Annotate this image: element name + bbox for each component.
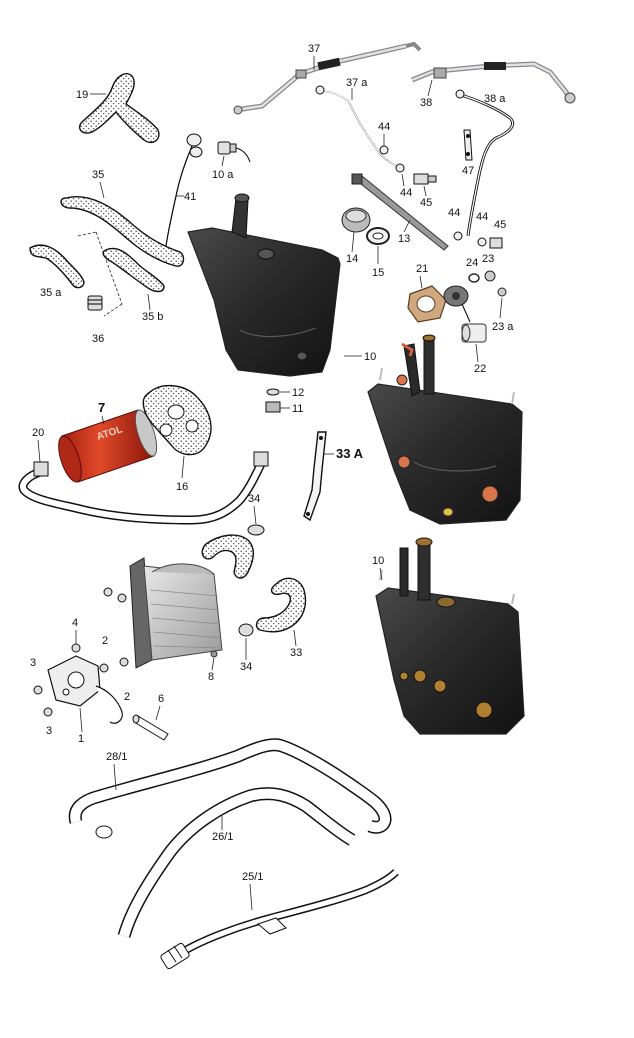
label-28: 28/1 (106, 751, 127, 763)
label-6: 6 (158, 693, 164, 705)
label-21: 21 (416, 263, 428, 275)
part-19-y-hose: 19 (76, 72, 160, 144)
label-23a: 23 a (492, 321, 514, 333)
part-12-washer: 12 (266, 387, 304, 399)
part-13-dipstick: 13 (351, 173, 449, 251)
part-22-cap: 22 (461, 323, 487, 375)
part-10-fuel-tank: 10 (187, 193, 376, 377)
part-14-filler-cap: 14 (341, 207, 371, 265)
part-8-oil-cooler: 8 (129, 557, 223, 683)
label-44b: 44 (400, 187, 412, 199)
label-3a: 3 (30, 657, 36, 669)
part-35b-hose: 35 b (102, 247, 165, 323)
label-4: 4 (72, 617, 78, 629)
part-10a-cap: 10 a (212, 141, 251, 181)
part-16-oil-gasket: 16 (142, 385, 212, 493)
part-33-hose: 33 (255, 577, 307, 659)
part-47-bracket: 47 (462, 129, 474, 177)
hose-upper-elbow (201, 534, 254, 579)
part-37a-rigid-line: 37 a (315, 77, 405, 171)
part-41-filler-tube: 41 (165, 133, 203, 247)
part-3-nuts: 3 3 (30, 657, 53, 737)
label-35a: 35 a (40, 287, 62, 299)
part-21-gasket: 21 (407, 263, 447, 323)
part-35a-hose: 35 a (29, 244, 85, 299)
label-34b: 34 (240, 661, 252, 673)
sender-unit (443, 285, 471, 323)
label-3b: 3 (46, 725, 52, 737)
part-35-hose: 35 (60, 169, 185, 267)
part-24-seal: 24 (466, 257, 480, 283)
part-26-1-hose: 26/1 (117, 787, 356, 938)
label-35: 35 (92, 169, 104, 181)
label-41: 41 (184, 191, 196, 203)
label-44a: 44 (378, 121, 390, 133)
label-35b: 35 b (142, 311, 163, 323)
part-38a-rigid-line: 38 a (455, 89, 515, 237)
part-20-oil-line: 20 (18, 427, 269, 525)
part-38-braided-line: 38 (411, 61, 576, 109)
label-7: 7 (98, 400, 105, 415)
part-44-washer-lower: 44 44 (448, 207, 488, 247)
part-11-drain-plug: 11 (265, 401, 303, 415)
label-37: 37 (308, 43, 320, 55)
label-23: 23 (482, 253, 494, 265)
part-36-clamp: 36 (77, 231, 123, 345)
label-8: 8 (208, 671, 214, 683)
part-4-nut: 4 (71, 617, 81, 653)
part-23a-screw: 23 a (492, 287, 514, 333)
part-44-washer-upper: 44 44 (378, 121, 412, 199)
part-37-braided-line: 37 (233, 41, 422, 115)
part-45-banjo-bolt-lower: 45 (489, 219, 506, 249)
part-7-oil-filter: ATOL 7 (58, 400, 158, 483)
part-15-cap-seal: 15 (366, 227, 390, 279)
fuel-tank-photo-front: 10 (372, 537, 525, 735)
label-10b: 10 (372, 555, 384, 567)
label-34a: 34 (248, 493, 260, 505)
label-37a: 37 a (346, 77, 368, 89)
cooler-nuts (103, 587, 127, 603)
label-45b: 45 (494, 219, 506, 231)
label-22: 22 (474, 363, 486, 375)
fuel-tank-photo-rear (367, 334, 523, 525)
part-1-oil-pump: 1 (47, 655, 123, 745)
label-12: 12 (292, 387, 304, 399)
label-47: 47 (462, 165, 474, 177)
label-33: 33 (290, 647, 302, 659)
part-28-1-hose: 28/1 (68, 738, 392, 839)
label-33a: 33 A (336, 446, 364, 461)
part-33a-bracket: 33 A (303, 431, 364, 522)
label-26: 26/1 (212, 831, 233, 843)
label-10: 10 (364, 351, 376, 363)
label-38: 38 (420, 97, 432, 109)
label-20: 20 (32, 427, 44, 439)
label-15: 15 (372, 267, 384, 279)
label-1: 1 (78, 733, 84, 745)
label-24: 24 (466, 257, 478, 269)
label-19: 19 (76, 89, 88, 101)
label-44c: 44 (448, 207, 460, 219)
part-6-sleeve: 6 (132, 693, 169, 741)
label-10a: 10 a (212, 169, 234, 181)
label-2b: 2 (124, 691, 130, 703)
part-34-clamp-lower: 34 (238, 623, 254, 673)
label-36: 36 (92, 333, 104, 345)
label-16: 16 (176, 481, 188, 493)
label-2a: 2 (102, 635, 108, 647)
label-14: 14 (346, 253, 358, 265)
part-25-1-pipe: 25/1 (160, 869, 399, 970)
label-45a: 45 (420, 197, 432, 209)
label-13: 13 (398, 233, 410, 245)
label-25: 25/1 (242, 871, 263, 883)
part-34-clamp-upper: 34 (247, 493, 265, 536)
label-38a: 38 a (484, 93, 506, 105)
part-23-nut: 23 (482, 253, 496, 282)
label-44d: 44 (476, 211, 488, 223)
part-45-banjo-bolt-upper: 45 (413, 173, 437, 209)
part-2-nuts: 2 2 (99, 635, 130, 703)
label-11: 11 (292, 403, 303, 415)
